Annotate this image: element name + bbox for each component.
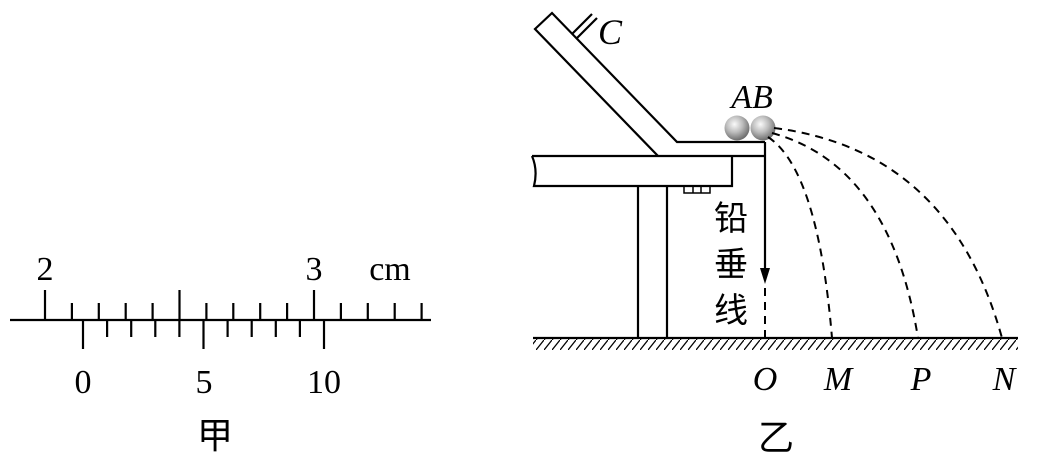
stopper-c	[571, 13, 598, 39]
plumb-char-2: 垂	[714, 247, 748, 284]
vernier-caliper: 2 3 cm 0 5 10 甲	[10, 251, 431, 456]
plumb-arrow-icon	[760, 268, 770, 284]
caption-yi: 乙	[758, 418, 794, 458]
caption-jia: 甲	[197, 416, 233, 456]
vernier-label-0: 0	[75, 364, 92, 401]
ground-hatch	[533, 339, 1018, 350]
trajectory-p	[771, 132, 919, 339]
ball-a	[724, 115, 750, 141]
trajectory-n	[773, 127, 1003, 339]
clamp-bolts	[683, 185, 711, 194]
label-ab: AB	[729, 79, 773, 116]
vernier-label-10: 10	[307, 364, 341, 401]
point-n: N	[992, 361, 1018, 398]
unit-label: cm	[369, 251, 411, 288]
vernier-scale-ticks	[81, 320, 326, 349]
inclined-ramp	[533, 11, 765, 157]
point-p: P	[910, 361, 932, 398]
main-label-2: 2	[37, 251, 54, 288]
ball-b	[750, 115, 776, 141]
vernier-label-5: 5	[196, 364, 213, 401]
trajectory-m	[767, 136, 833, 339]
main-scale-ticks	[43, 290, 423, 320]
point-m: M	[823, 361, 854, 398]
plumb-char-1: 铅	[714, 201, 748, 238]
label-c: C	[598, 12, 623, 52]
table-board	[530, 154, 765, 188]
plumb-char-3: 线	[714, 292, 748, 330]
collision-apparatus: C AB 铅 垂 线 O M P N 乙	[530, 11, 1018, 458]
point-o: O	[753, 361, 778, 398]
main-label-3: 3	[306, 251, 323, 288]
